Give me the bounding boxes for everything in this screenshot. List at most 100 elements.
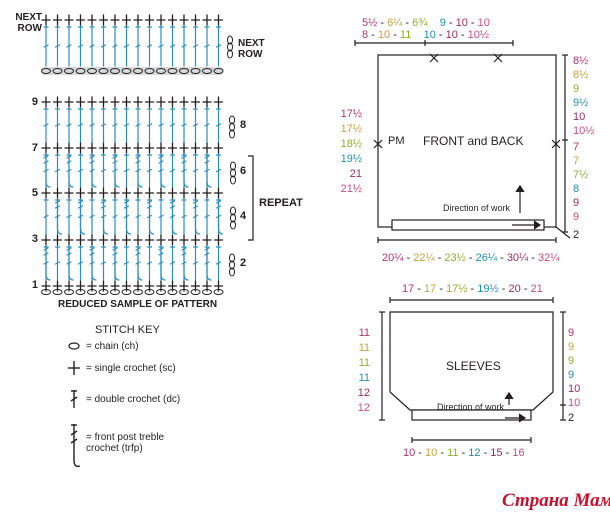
turning-chain — [229, 115, 235, 125]
sleeves-cuff — [411, 409, 532, 421]
row-number-2: 2 — [240, 257, 247, 269]
front-post-treble-symbol — [137, 153, 143, 188]
chain-symbol — [179, 289, 189, 295]
front-post-treble-symbol — [91, 245, 97, 281]
chain-symbol — [144, 289, 155, 295]
turning-chain — [230, 206, 236, 216]
front-post-treble-symbol — [114, 245, 120, 281]
front-back-title: FRONT and BACK — [423, 134, 524, 148]
next-row-label-right: NEXT ROW — [238, 38, 265, 60]
chain-symbol — [75, 289, 86, 295]
sleeves-cuff-depth: 2 — [568, 412, 575, 424]
turning-chain — [229, 253, 235, 263]
front-post-treble-symbol — [137, 245, 143, 281]
key-double-crochet-label: = double crochet (dc) — [86, 394, 181, 405]
chain-symbol — [202, 289, 212, 295]
repeat-label: REPEAT — [259, 197, 303, 209]
front-post-treble-symbol — [206, 153, 212, 188]
front-post-treble-symbol — [114, 153, 120, 188]
turning-chain — [227, 42, 233, 52]
sleeves-schematic — [379, 297, 566, 443]
front-back-top-row1: 5½ - 6¼ - 6¾ 9 - 10 - 10 — [362, 17, 490, 29]
front-post-treble-symbol — [56, 198, 63, 235]
next-row-label-top: NEXT ROW — [15, 12, 42, 34]
turning-chain — [230, 161, 236, 171]
chain-symbol — [133, 289, 143, 295]
chain-symbol — [52, 289, 63, 295]
turning-chain — [229, 267, 235, 277]
row-number-3: 3 — [31, 233, 38, 245]
turning-chain — [227, 35, 233, 45]
chain-symbol — [167, 289, 178, 295]
front-back-top-row2: 8 - 10 - 11 10 - 10 - 10½ — [362, 29, 490, 41]
chart-caption: REDUCED SAMPLE OF PATTERN — [58, 299, 218, 310]
front-post-treble-symbol — [68, 245, 74, 281]
key-trfp-label: = front post treble crochet (trfp) — [86, 432, 165, 454]
turning-chain — [230, 213, 236, 223]
chain-symbol — [121, 289, 132, 295]
sleeves-outline — [389, 311, 554, 411]
front-post-treble-symbol — [160, 153, 166, 188]
sleeves-top-dims: 17 - 17 - 17½ - 19½ - 20 - 21 — [402, 283, 543, 295]
sleeves-title: SLEEVES — [446, 359, 501, 373]
front-post-treble-symbol — [148, 198, 155, 235]
chain-symbol — [110, 289, 120, 295]
row-number-9: 9 — [31, 96, 38, 108]
chain-symbol — [41, 289, 51, 295]
place-marker-label: PM — [388, 135, 405, 147]
row-number-6: 6 — [240, 165, 247, 177]
front-post-treble-symbol — [183, 153, 189, 188]
front-post-treble-symbol — [206, 245, 212, 281]
front-post-treble-symbol — [183, 245, 189, 281]
chain-symbol — [87, 289, 97, 295]
turning-chain — [229, 260, 235, 270]
turning-chain — [229, 122, 235, 132]
trfp-key-icon — [73, 424, 81, 468]
front-post-treble-symbol — [102, 198, 109, 235]
turning-chain — [230, 220, 236, 230]
watermark-logo: Страна Мам — [502, 490, 610, 511]
turning-chain — [230, 175, 236, 185]
front-post-treble-symbol — [91, 153, 97, 188]
sleeves-direction: Direction of work — [437, 402, 505, 412]
row-number-5: 5 — [31, 187, 38, 199]
chain-symbol — [98, 289, 109, 295]
stitch-marker-x — [373, 53, 561, 149]
front-post-treble-symbol — [171, 198, 178, 235]
key-single-crochet-label: = single crochet (sc) — [86, 363, 176, 374]
front-post-treble-symbol — [125, 198, 132, 235]
front-post-treble-symbol — [217, 198, 224, 235]
stitch-key-title: STITCH KEY — [95, 324, 160, 336]
front-back-schematic — [354, 40, 571, 243]
front-back-rib-depth: 2 — [573, 229, 580, 241]
chain-symbol — [156, 289, 166, 295]
front-post-treble-symbol — [194, 198, 201, 235]
row-number-8: 8 — [240, 119, 247, 131]
turning-chain — [230, 168, 236, 178]
chain-symbol — [64, 289, 74, 295]
chain-row-band — [41, 67, 224, 75]
front-post-treble-symbol — [79, 198, 86, 235]
row-number-7: 7 — [31, 142, 38, 154]
chain-symbol — [213, 289, 224, 295]
key-chain-label: = chain (ch) — [86, 341, 139, 352]
front-back-bottom-dims: 20¼ - 22¼ - 23½ - 26¼ - 30¼ - 32¼ — [382, 252, 560, 264]
front-post-treble-symbol — [45, 245, 51, 281]
front-back-ribbing — [391, 219, 545, 231]
chain-symbol — [190, 289, 201, 295]
front-post-treble-symbol — [160, 245, 166, 281]
front-post-treble-symbol — [68, 153, 74, 188]
front-back-direction: Direction of work — [443, 203, 511, 213]
chain-key-icon — [68, 342, 80, 350]
repeat-bracket — [248, 155, 254, 241]
front-post-treble-symbol — [45, 153, 51, 188]
sleeves-bottom-dims: 10 - 10 - 11 - 12 - 15 - 16 — [403, 447, 525, 459]
row-number-1: 1 — [31, 279, 38, 291]
turning-chain — [227, 49, 233, 59]
turning-chain — [229, 129, 235, 139]
